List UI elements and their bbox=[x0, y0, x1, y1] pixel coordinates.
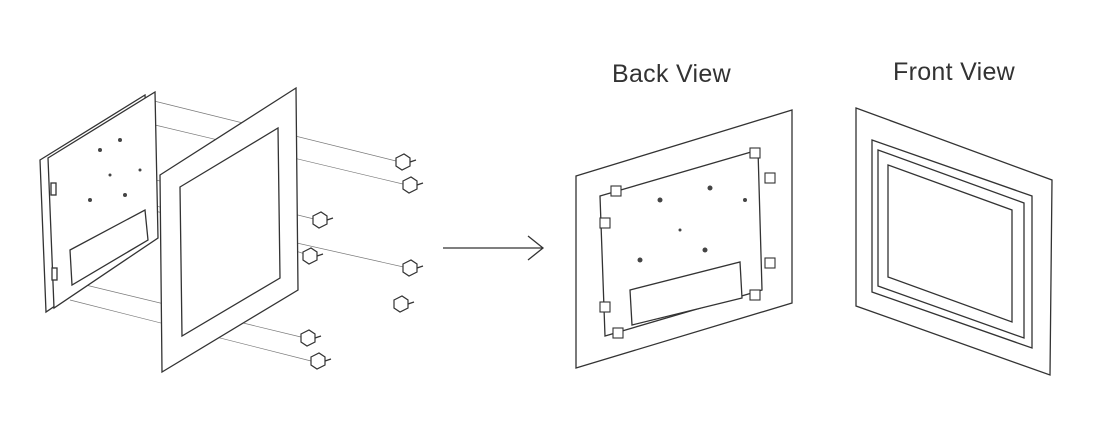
monitor-exploded bbox=[39, 90, 159, 314]
mounting-clips bbox=[300, 153, 424, 370]
back-view-drawing bbox=[575, 109, 793, 369]
mounting-panel bbox=[159, 86, 299, 374]
arrow-right-icon bbox=[443, 235, 545, 261]
front-view-label: Front View bbox=[893, 58, 1016, 86]
front-view-drawing bbox=[855, 107, 1053, 376]
back-view-label: Back View bbox=[612, 60, 731, 88]
